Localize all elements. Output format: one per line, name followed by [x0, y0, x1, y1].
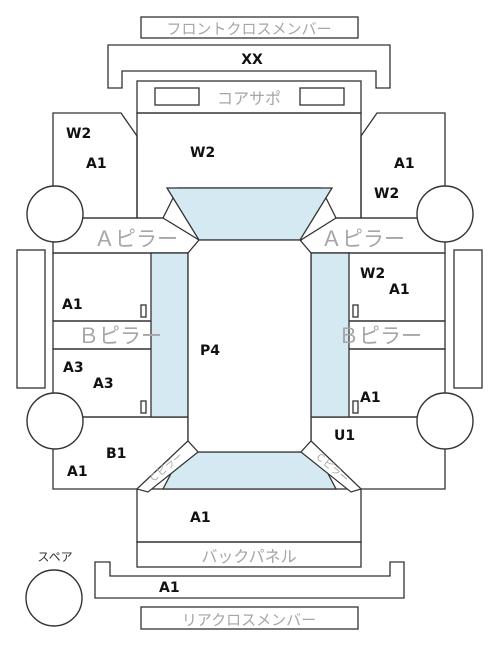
a-pillar-right-label: Ａピラー — [321, 227, 405, 251]
handle-front-right — [352, 304, 359, 318]
grade-rear-door-right: A1 — [360, 390, 381, 406]
side-skirt-right[interactable] — [453, 249, 483, 389]
grade-front-door-left: A1 — [62, 297, 83, 313]
front-fender-right[interactable] — [360, 112, 446, 219]
core-support-slot-right — [299, 87, 345, 106]
tyre-front-right[interactable] — [416, 185, 474, 243]
tyre-rear-right[interactable] — [416, 392, 474, 450]
trunk-panel[interactable] — [136, 488, 362, 543]
rear-cross-member-label: リアクロスメンバー — [182, 611, 316, 629]
grade-quarter-right: U1 — [334, 428, 355, 444]
side-window-right[interactable] — [310, 252, 350, 418]
grade-fender-left-top: W2 — [66, 126, 91, 142]
spare-label: スペア — [37, 550, 72, 564]
core-support-slot-left — [154, 87, 200, 106]
grade-quarter-left-2: A1 — [67, 464, 88, 480]
rear-bumper-panel[interactable] — [94, 561, 405, 599]
grade-fender-right-bottom: W2 — [374, 186, 399, 202]
rear-cross-member-box[interactable] — [140, 606, 359, 630]
handle-rear-right — [352, 400, 359, 414]
handle-rear-left — [140, 400, 147, 414]
grade-roof: P4 — [200, 343, 220, 359]
c-pillar-right-strip[interactable] — [300, 440, 363, 493]
grade-front-door-right-2: A1 — [389, 282, 410, 298]
front-bumper-panel[interactable] — [107, 44, 391, 89]
back-panel-label: バックパネル — [201, 547, 296, 566]
front-cross-member-label: フロントクロスメンバー — [166, 20, 331, 38]
grade-quarter-left-1: B1 — [106, 446, 126, 462]
grade-front-door-right-1: W2 — [360, 266, 385, 282]
c-pillar-left-strip[interactable] — [135, 440, 199, 493]
grade-front-cross: XX — [241, 52, 263, 68]
grade-fender-right-top: A1 — [394, 156, 415, 172]
windshield[interactable] — [165, 187, 334, 241]
tyre-front-left[interactable] — [26, 185, 84, 243]
grade-fender-left-bottom: A1 — [86, 156, 107, 172]
side-window-left[interactable] — [150, 252, 189, 418]
front-cross-member-box[interactable] — [140, 16, 359, 39]
grade-trunk: A1 — [190, 510, 211, 526]
grade-rear-door-left-2: A3 — [93, 376, 114, 392]
b-pillar-right-label: Ｂピラー — [338, 324, 422, 348]
b-pillar-left-label: Ｂピラー — [78, 324, 162, 348]
core-support-label: コアサポ — [217, 89, 281, 108]
grade-hood: W2 — [190, 145, 215, 161]
side-skirt-left[interactable] — [16, 249, 46, 389]
grade-rear-door-left-1: A3 — [63, 360, 84, 376]
handle-front-left — [140, 304, 147, 318]
back-panel-box[interactable] — [136, 541, 362, 568]
grade-rear-bumper: A1 — [159, 580, 180, 596]
tyre-rear-left[interactable] — [26, 392, 84, 450]
spare-tyre[interactable] — [25, 569, 83, 627]
a-pillar-left-label: Ａピラー — [94, 227, 178, 251]
